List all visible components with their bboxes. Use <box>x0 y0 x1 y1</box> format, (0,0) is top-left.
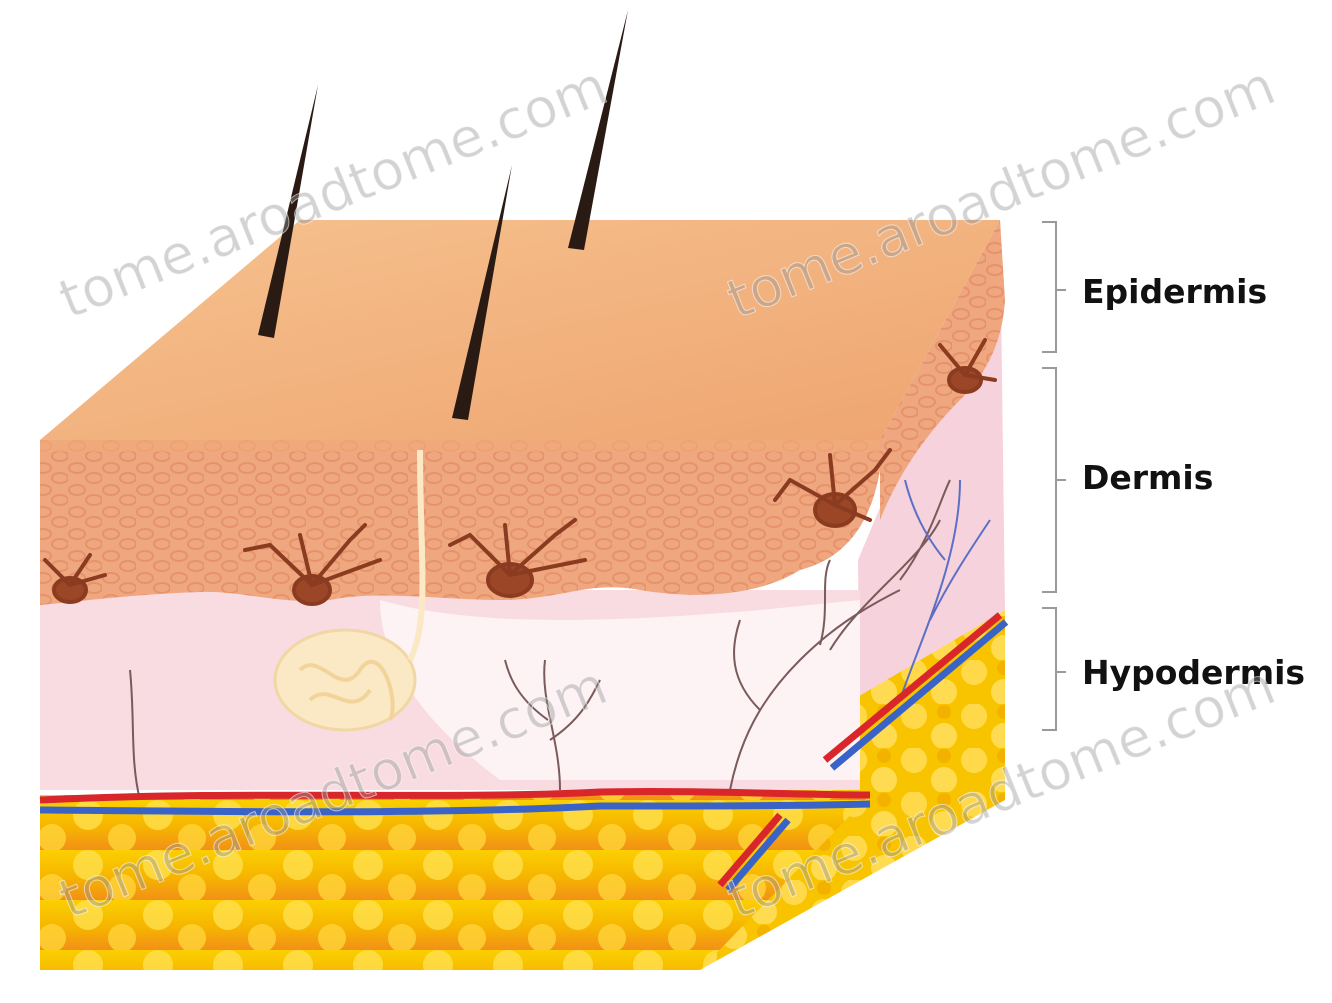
dermis-label: Dermis <box>1082 458 1213 497</box>
hair-shaft-3 <box>568 10 628 250</box>
epidermis-top-surface <box>40 220 1000 440</box>
hypodermis-label: Hypodermis <box>1082 653 1305 692</box>
epidermis-front-face <box>40 440 880 605</box>
layer-brackets <box>1042 222 1066 730</box>
epidermis-label: Epidermis <box>1082 272 1267 311</box>
